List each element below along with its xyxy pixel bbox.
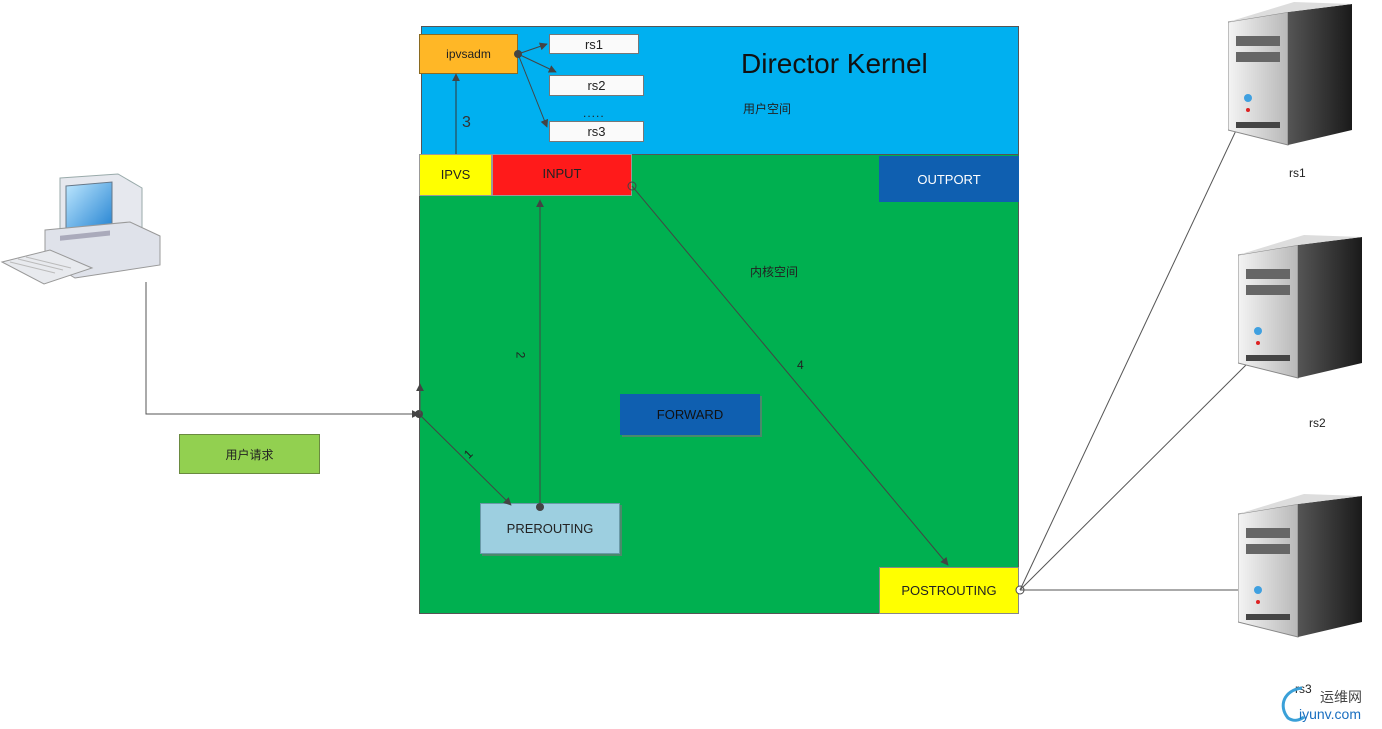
server-rs2-icon <box>1238 235 1362 379</box>
step-4-label: 4 <box>797 358 804 372</box>
server-rs1-label: rs1 <box>1289 166 1306 180</box>
client-computer-icon <box>0 173 161 285</box>
watermark-logo-icon <box>1281 686 1305 722</box>
step-1-arrow <box>418 413 512 506</box>
user-space <box>421 26 1019 155</box>
rs1-box[interactable]: rs1 <box>549 34 639 54</box>
server-rs1-icon <box>1228 2 1352 146</box>
ipvsadm-box[interactable]: ipvsadm <box>419 34 518 74</box>
server-rs3-label: rs3 <box>1295 682 1312 696</box>
step-4-arrow <box>631 185 949 566</box>
kernel-space-label: 内核空间 <box>750 265 799 279</box>
rs2-box[interactable]: rs2 <box>549 75 644 96</box>
watermark-url: iyunv.com <box>1299 706 1361 722</box>
server-rs2-label: rs2 <box>1309 416 1326 430</box>
prerouting-chain[interactable]: PREROUTING <box>480 503 620 554</box>
ipvs-box[interactable]: IPVS <box>419 154 492 196</box>
step-3-label: 3 <box>462 114 471 131</box>
user-request-box[interactable]: 用户请求 <box>179 434 320 474</box>
more-rs-dots: ..... <box>583 106 605 120</box>
server-rs3-icon <box>1238 494 1362 638</box>
watermark-name: 运维网 <box>1320 689 1362 705</box>
postrouting-chain[interactable]: POSTROUTING <box>879 567 1019 614</box>
input-chain[interactable]: INPUT <box>492 154 632 196</box>
rs3-box[interactable]: rs3 <box>549 121 644 142</box>
output-chain[interactable]: OUTPORT <box>879 156 1019 202</box>
client-link <box>145 282 420 418</box>
diagram-title: Director Kernel <box>741 48 928 79</box>
user-space-label: 用户空间 <box>743 102 792 116</box>
forward-chain[interactable]: FORWARD <box>620 394 760 435</box>
